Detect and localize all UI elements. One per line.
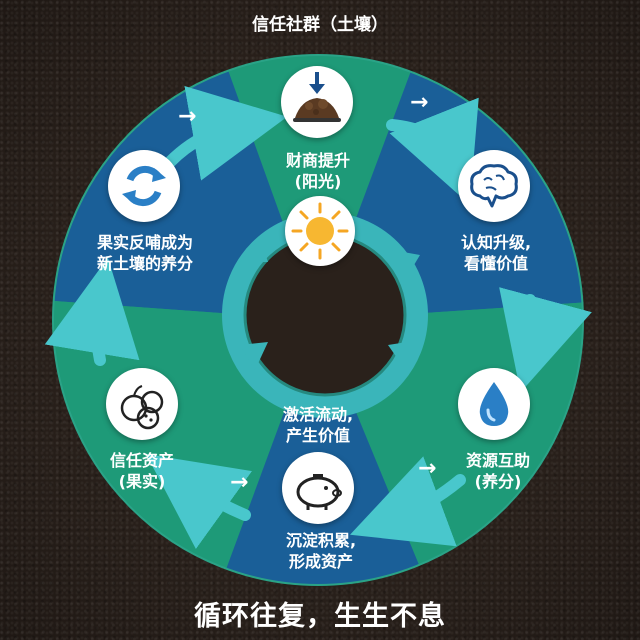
- stage-cognition-line2: 看懂价值: [463, 254, 528, 273]
- inner-value-label: 激活流动, 产生价值: [268, 404, 368, 446]
- stage-accumulate-line1: 沉淀积累,: [285, 531, 357, 550]
- stage-assets-label: 信任资产 (果实): [92, 450, 192, 492]
- outer-cycle-arrows: [44, 86, 592, 549]
- brain-icon: [458, 150, 530, 222]
- arrow-glyph-3: →: [418, 456, 437, 481]
- recycle-icon: [108, 150, 180, 222]
- arrow-glyph-4: →: [230, 470, 249, 495]
- water-drop-icon: [458, 368, 530, 440]
- stage-feedback-label: 果实反哺成为 新土壤的养分: [80, 232, 210, 274]
- stage-feedback-line2: 新土壤的养分: [96, 254, 193, 273]
- stage-resources-line2: (养分): [474, 472, 522, 491]
- arrow-glyph-2: →: [410, 90, 429, 115]
- stage-accumulate-label: 沉淀积累, 形成资产: [266, 530, 376, 572]
- piggy-bank-icon: [282, 452, 354, 524]
- stage-cognition-label: 认知升级, 看懂价值: [446, 232, 546, 274]
- inner-value-line1: 激活流动,: [282, 405, 354, 424]
- fruit-icon: [106, 368, 178, 440]
- stage-cognition-line1: 认知升级,: [460, 233, 532, 252]
- wealth-label-line2: (阳光): [294, 172, 342, 191]
- diagram-title: 信任社群（土壤）: [252, 15, 388, 35]
- inner-value-line2: 产生价值: [285, 426, 350, 445]
- soil-pile-icon: [281, 66, 353, 138]
- stage-resources-label: 资源互助 (养分): [448, 450, 548, 492]
- sun-icon: [285, 196, 355, 266]
- stage-accumulate-line2: 形成资产: [288, 552, 353, 571]
- stage-assets-line2: (果实): [118, 472, 166, 491]
- stage-feedback-line1: 果实反哺成为: [96, 233, 193, 252]
- wealth-label: 财商提升 (阳光): [270, 150, 366, 192]
- stage-resources-line1: 资源互助: [465, 451, 530, 470]
- slogan: 循环往复，生生不息: [194, 601, 446, 632]
- arrow-glyph-1: →: [178, 104, 197, 129]
- inner-ring-arrowheads: [240, 238, 420, 370]
- wealth-label-line1: 财商提升: [285, 151, 350, 170]
- stage-assets-line1: 信任资产: [109, 451, 174, 470]
